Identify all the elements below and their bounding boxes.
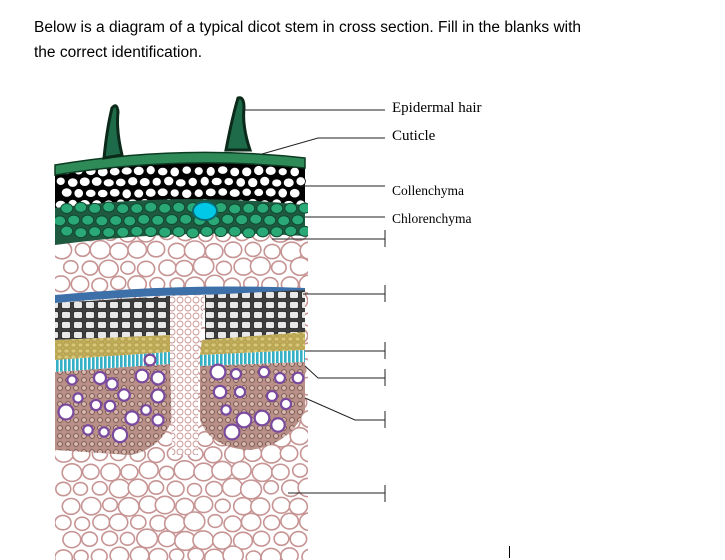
- xylem-vessels: [57, 353, 305, 444]
- stem-section: [55, 150, 308, 560]
- leader-cuticle: [261, 137, 385, 155]
- chlorenchyma-cells: [55, 201, 308, 239]
- cuticle: [54, 151, 306, 176]
- text-cursor: [509, 546, 510, 558]
- label-collenchyma: Collenchyma: [392, 183, 464, 198]
- leader-lines: [244, 109, 385, 494]
- instructions: Below is a diagram of a typical dicot st…: [34, 15, 674, 65]
- medullary-ray: [170, 295, 205, 455]
- instructions-line-2: the correct identification.: [34, 44, 203, 61]
- label-cuticle: Cuticle: [392, 128, 436, 144]
- epidermal-hair-right: [224, 96, 253, 152]
- leader-blank-4: [304, 365, 385, 379]
- label-epidermal-hair: Epidermal hair: [392, 100, 482, 116]
- instructions-line-1: Below is a diagram of a typical dicot st…: [34, 19, 582, 36]
- leader-blank-5: [304, 397, 385, 421]
- endodermis: [55, 286, 305, 303]
- epidermal-hair-left: [102, 104, 124, 160]
- resin-duct: [192, 201, 218, 221]
- label-chlorenchyma: Chlorenchyma: [392, 211, 472, 226]
